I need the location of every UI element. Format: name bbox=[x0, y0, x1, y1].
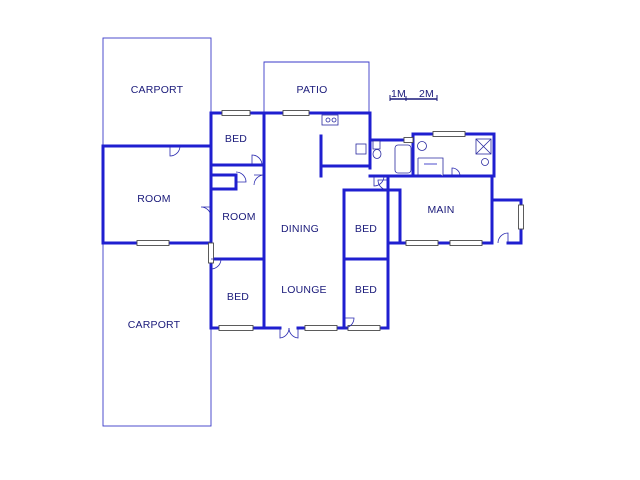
room-label-main: MAIN bbox=[427, 204, 454, 216]
room-labels: CARPORT PATIO BED ROOM ROOM DINING BED M… bbox=[128, 84, 455, 331]
room-label-bed-top: BED bbox=[225, 133, 247, 145]
room-label-dining: DINING bbox=[281, 223, 319, 235]
stove-icon bbox=[355, 143, 367, 155]
patio-outline bbox=[263, 61, 370, 112]
scale-label-2m: 2M bbox=[419, 88, 434, 100]
room-label-room-left: ROOM bbox=[137, 193, 170, 205]
room-label-bed-bottom-right: BED bbox=[355, 284, 377, 296]
room-label-lounge: LOUNGE bbox=[281, 284, 327, 296]
room-label-patio: PATIO bbox=[297, 84, 328, 96]
room-label-bed-bottom-left: BED bbox=[227, 291, 249, 303]
toilet-icon bbox=[372, 140, 381, 150]
scale-bar: 1M 2M bbox=[389, 88, 438, 101]
room-label-carport-bottom: CARPORT bbox=[128, 319, 181, 331]
carport-bottom-outline bbox=[102, 243, 212, 427]
room-label-room-center: ROOM bbox=[222, 211, 255, 223]
bathtub-icon bbox=[394, 144, 412, 174]
room-label-carport-top: CARPORT bbox=[131, 84, 184, 96]
doors bbox=[169, 145, 509, 339]
room-label-bed-mid-right: BED bbox=[355, 223, 377, 235]
fixtures bbox=[321, 114, 492, 176]
windows bbox=[136, 110, 524, 331]
basin-icon bbox=[417, 141, 427, 151]
scale-label-1m: 1M bbox=[391, 88, 406, 100]
basin-icon-main bbox=[481, 158, 489, 166]
